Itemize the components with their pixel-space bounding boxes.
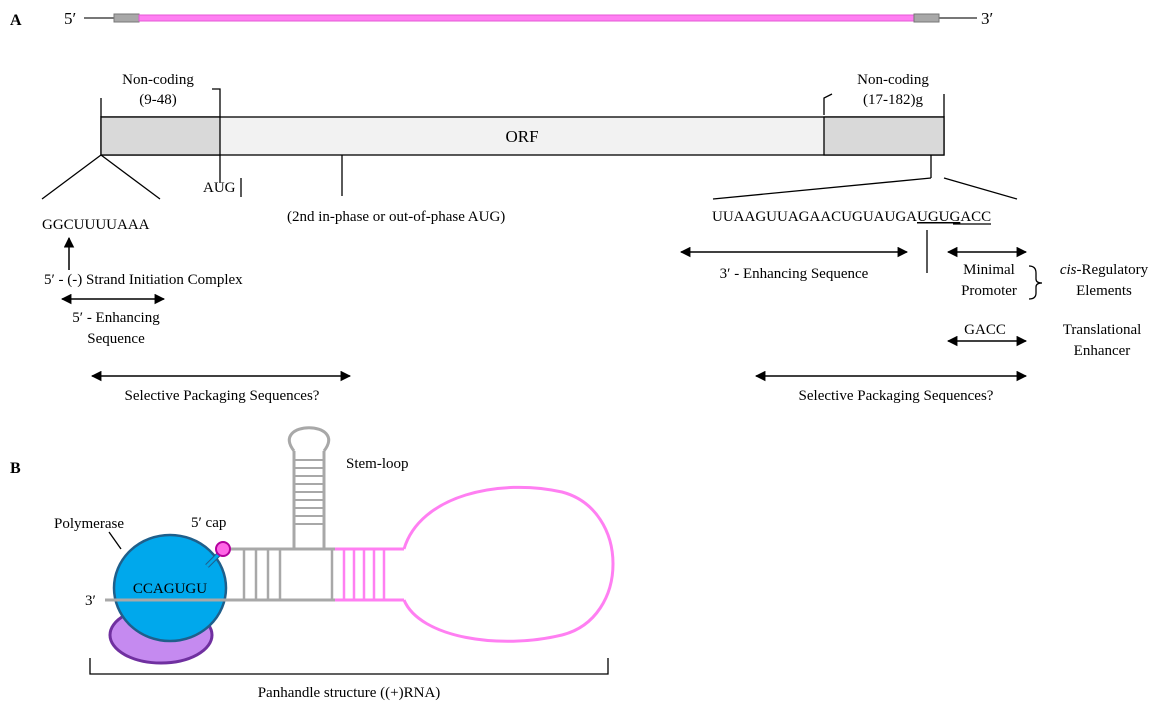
- right-sequence: UUAAGUUAGAACUGUAUGAUGUGACC: [712, 209, 991, 225]
- panhandle-label: Panhandle structure ((+)RNA): [258, 685, 441, 701]
- enhancing-5-line2: Sequence: [87, 331, 145, 347]
- zoom-left-line-1: [42, 155, 101, 199]
- pink-rungs: [344, 549, 384, 600]
- promoter-line2: Promoter: [961, 283, 1017, 299]
- noncoding-left-range: (9-48): [139, 92, 177, 108]
- cap-circle: [216, 542, 230, 556]
- right-sequence-part2: ACC: [960, 209, 991, 225]
- panel-a-label: A: [10, 12, 22, 29]
- cis-rest: -Regulatory: [1077, 262, 1149, 278]
- translational-enhancer-line1: Translational: [1063, 322, 1142, 338]
- panel-b-label: B: [10, 460, 21, 477]
- alt-aug-label: (2nd in-phase or out-of-phase AUG): [287, 209, 505, 225]
- grey-rungs: [244, 549, 332, 600]
- right-sequence-underlined: UGUG: [917, 209, 960, 225]
- cap-label: 5′ cap: [191, 515, 226, 531]
- cis-brace: [1029, 266, 1042, 299]
- polymerase-sequence: CCAGUGU: [133, 581, 207, 597]
- noncoding-right-title: Non-coding: [857, 72, 929, 88]
- stem-loop: [289, 428, 328, 549]
- packaging-left-label: Selective Packaging Sequences?: [125, 388, 320, 404]
- noncoding-right-region: [824, 117, 944, 155]
- enhancing-3-label: 3′ - Enhancing Sequence: [720, 266, 869, 282]
- rna-pink-bar: [139, 15, 914, 21]
- noncoding-left-region: [101, 117, 220, 155]
- gacc-label: GACC: [964, 322, 1006, 338]
- pink-loop: [404, 487, 613, 641]
- left-sequence: GGCUUUUAAA: [42, 217, 150, 233]
- aug-label: AUG: [203, 180, 236, 196]
- orf-label: ORF: [505, 127, 538, 146]
- enhancing-5-line1: 5′ - Enhancing: [72, 310, 160, 326]
- initiation-complex-label: 5′ - (-) Strand Initiation Complex: [44, 272, 243, 288]
- three-prime-label: 3′: [981, 9, 993, 28]
- polymerase-label: Polymerase: [54, 516, 124, 532]
- stem-loop-label: Stem-loop: [346, 456, 409, 472]
- zoom-right-line-2: [944, 178, 1017, 199]
- packaging-right-label: Selective Packaging Sequences?: [799, 388, 994, 404]
- translational-enhancer-line2: Enhancer: [1074, 343, 1131, 359]
- right-sequence-part1: UUAAGUUAGAACUGUAUGA: [712, 209, 917, 225]
- bracket-right-start: [824, 94, 832, 115]
- b-three-prime-label: 3′: [85, 593, 96, 609]
- zoom-right-line-1: [713, 178, 931, 199]
- five-prime-label: 5′: [64, 9, 76, 28]
- polymerase-pointer: [109, 532, 121, 549]
- noncoding-right-range: (17-182)g: [863, 92, 923, 108]
- noncoding-left-title: Non-coding: [122, 72, 194, 88]
- cis-regulatory-line1: cis-Regulatory: [1060, 262, 1149, 278]
- promoter-line1: Minimal: [963, 262, 1015, 278]
- utr-left-box: [114, 14, 139, 22]
- utr-right-box: [914, 14, 939, 22]
- cis-italic: cis: [1060, 262, 1077, 278]
- zoom-left-line-2: [101, 155, 160, 199]
- cis-regulatory-line2: Elements: [1076, 283, 1132, 299]
